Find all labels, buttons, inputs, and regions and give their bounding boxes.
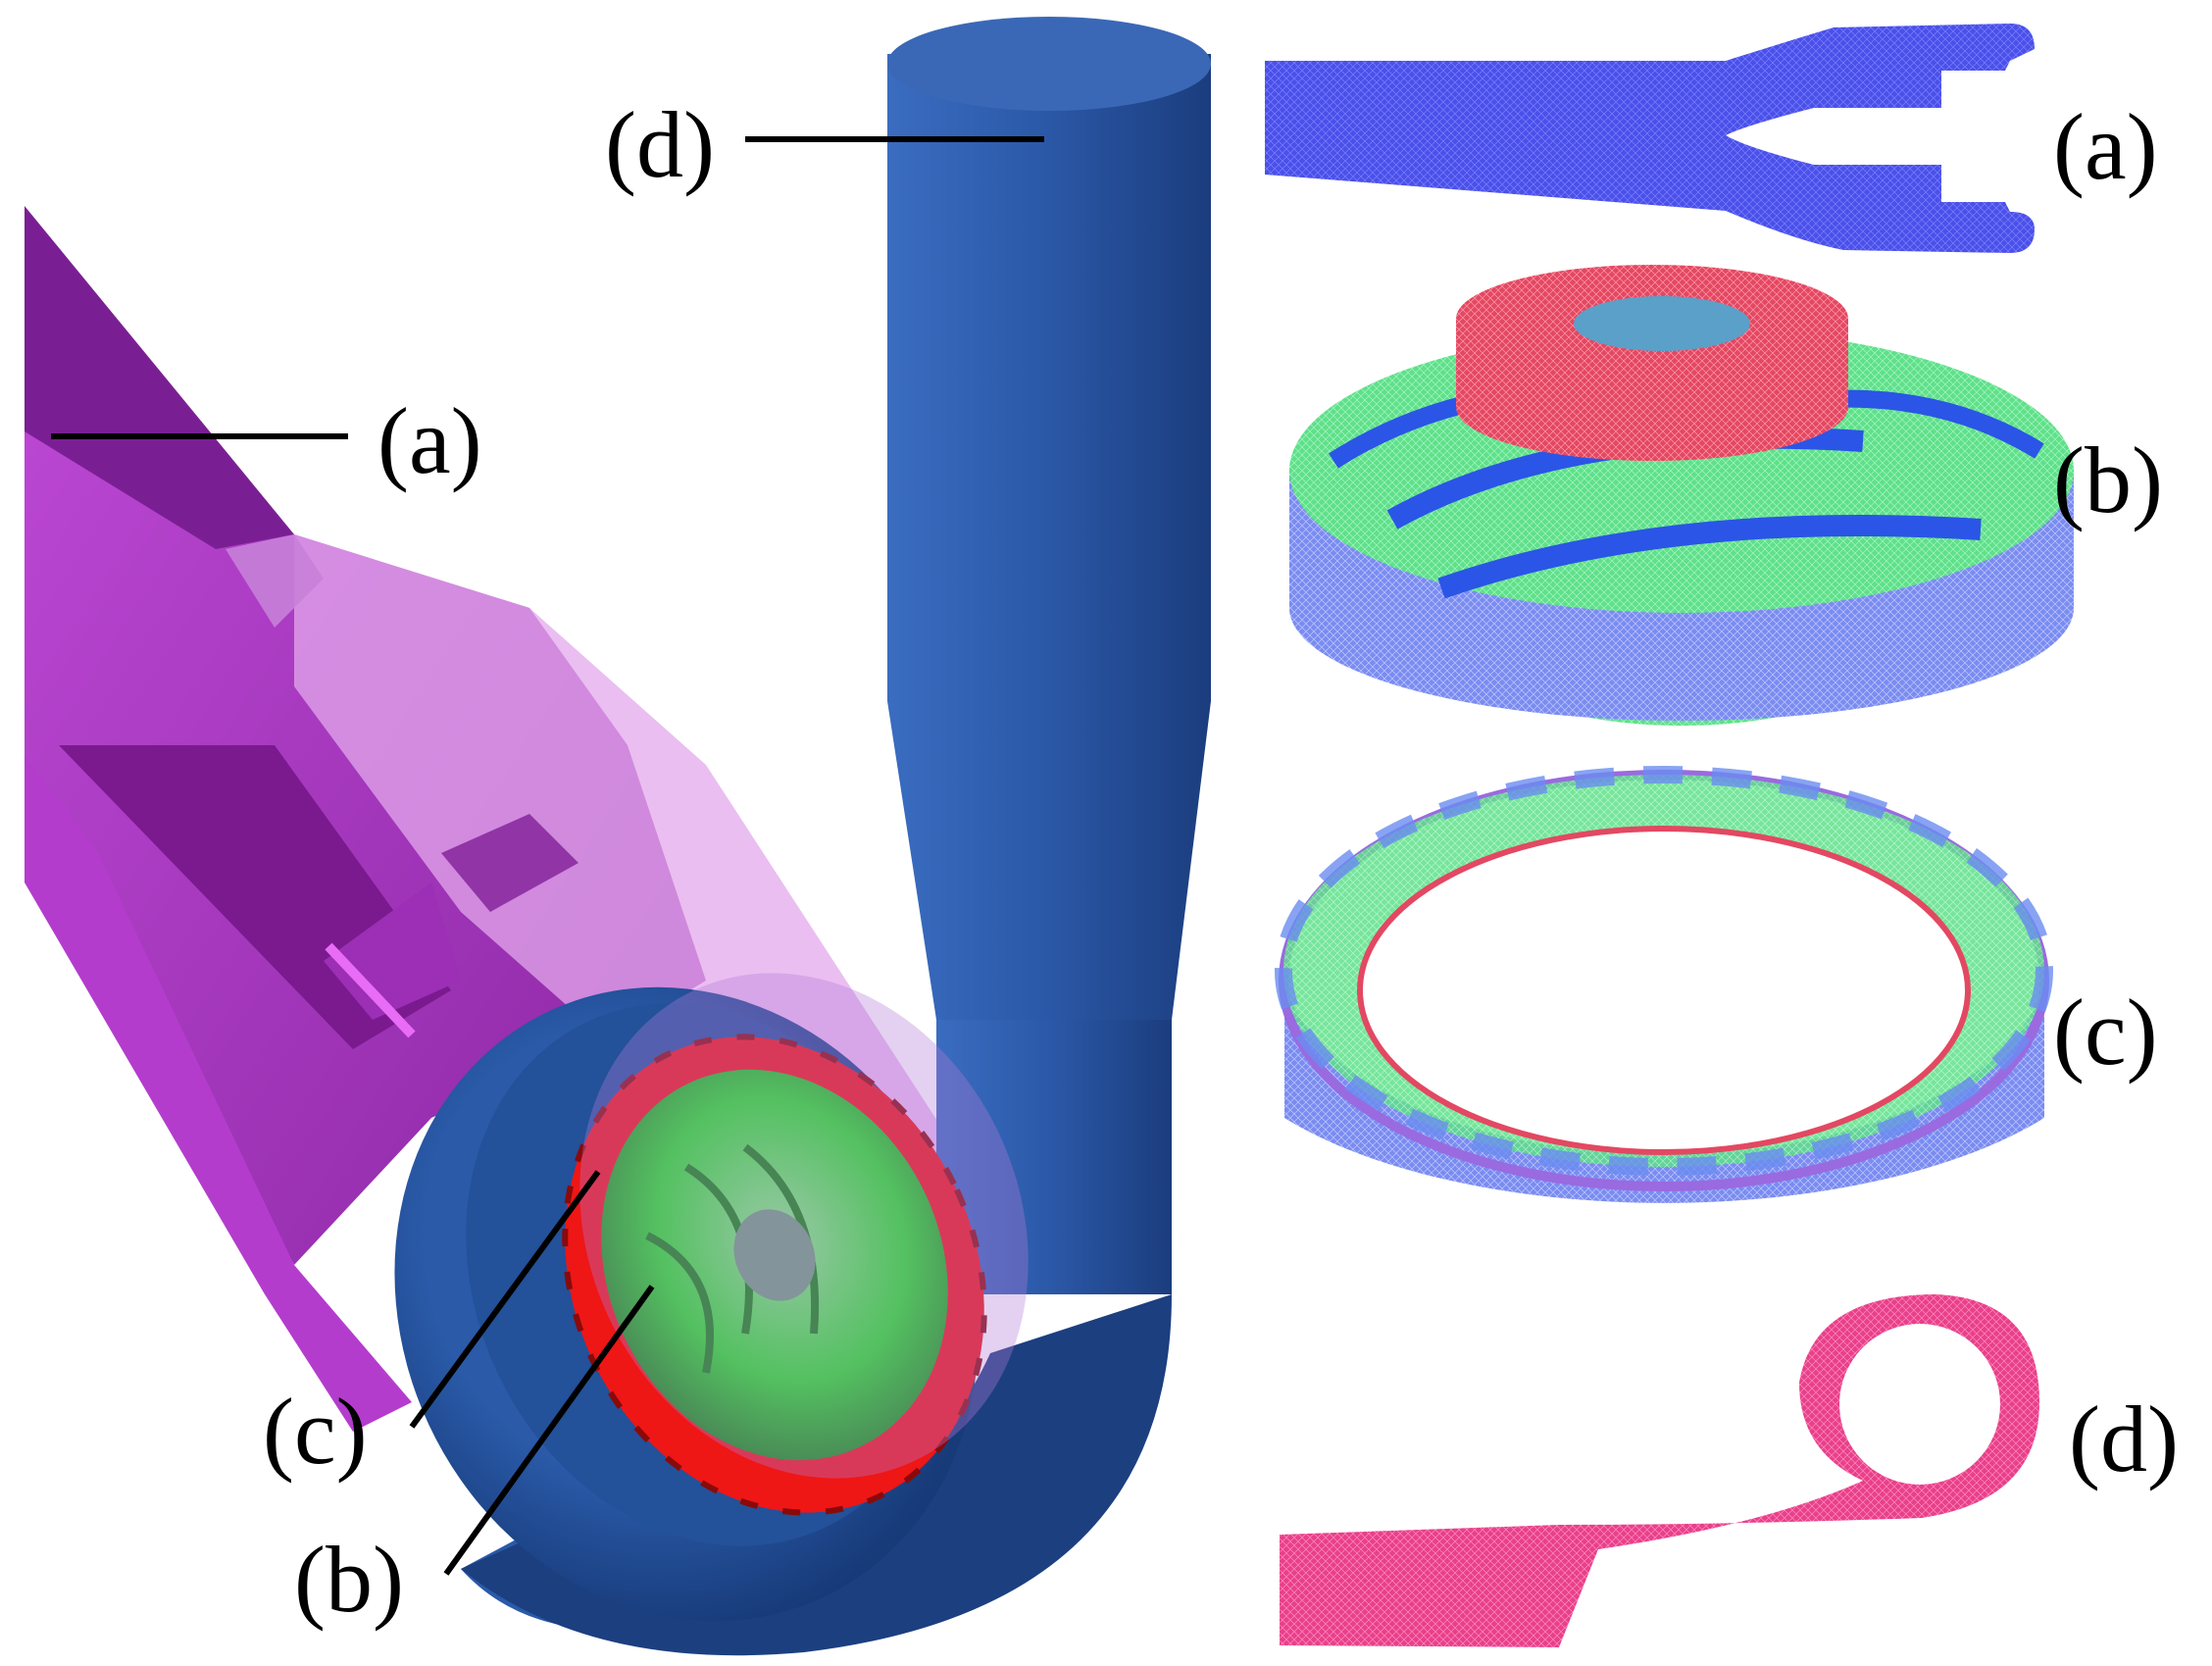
label-side-b: (b) (2053, 428, 2163, 532)
label-main-b: (b) (294, 1527, 404, 1632)
mesh-volute: (d) (1280, 1294, 2179, 1647)
leader-line-b (443, 1285, 655, 1576)
mesh-impeller: (b) (1289, 265, 2163, 726)
mesh-guide-vanes: (c) (1275, 766, 2158, 1203)
inlet-pipe-icon (25, 206, 961, 1432)
mesh-inlet: (a) (1265, 24, 2158, 253)
label-side-c: (c) (2053, 980, 2158, 1085)
leader-line-c (409, 1170, 601, 1429)
label-side-a: (a) (2053, 94, 2158, 199)
assembled-pump-model: (a) (d) (c) (b) (25, 17, 1211, 1656)
label-main-d: (d) (605, 92, 715, 197)
impeller-icon (601, 1069, 948, 1461)
label-main-c: (c) (263, 1379, 368, 1484)
label-main-a: (a) (377, 388, 482, 493)
label-side-d: (d) (2069, 1387, 2179, 1491)
